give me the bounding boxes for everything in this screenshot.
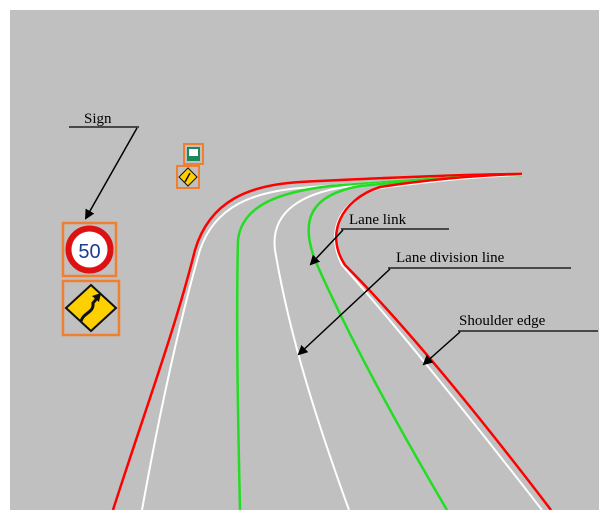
lane-division-line-pointer-arrow [297, 268, 391, 356]
distant-info-sign [183, 143, 204, 165]
distant-curve-arrow-icon [184, 172, 191, 183]
distant-curve-sign [176, 165, 200, 189]
shoulder-edge-right [334, 172, 552, 511]
sign-annotation: Sign [69, 111, 139, 220]
distant-curve-sign-box [176, 165, 200, 189]
speed-limit-ring [65, 225, 114, 274]
curve-warning-sign [61, 279, 121, 337]
speed-limit-sign-box [61, 221, 118, 278]
curve-arrow-head [92, 293, 101, 302]
lane-link-label: Lane link [349, 212, 407, 228]
sign-pointer-arrow [85, 127, 138, 220]
shoulder-edge-annotation: Shoulder edge [422, 313, 598, 366]
distant-info-sign-symbol [189, 149, 198, 156]
speed-limit-sign: 50 [61, 221, 118, 278]
shoulder-edge-label: Shoulder edge [459, 313, 546, 329]
speed-limit-value: 50 [78, 241, 100, 263]
lane-link-annotation: Lane link [309, 212, 449, 266]
shoulder-edge-left [111, 172, 523, 511]
sign-label: Sign [84, 111, 112, 127]
distant-info-sign-box [183, 143, 204, 165]
curve-arrow-icon [79, 296, 100, 322]
shoulder-edge-pointer-arrow [422, 331, 461, 366]
lane-division-line-annotation: Lane division line [297, 250, 571, 356]
lane-link-pointer-arrow [309, 229, 344, 266]
lane-division-line-label: Lane division line [396, 250, 505, 266]
curve-warning-sign-box [61, 279, 121, 337]
